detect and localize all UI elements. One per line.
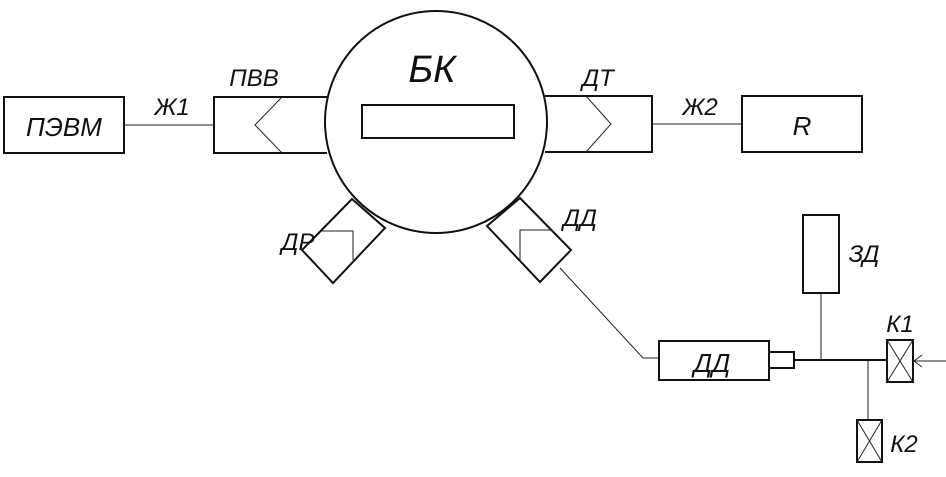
pvv-block: ПВВ (213, 65, 327, 154)
dt-block: ДТ (545, 65, 653, 153)
dt-label: ДТ (579, 65, 616, 92)
bk-label: БК (408, 49, 458, 91)
bk-chamber: БК (324, 10, 548, 234)
dd-sensor-label: ДД (691, 348, 731, 378)
dr-label: ДР (279, 229, 315, 256)
cable-2-label: Ж2 (681, 94, 717, 121)
inlet-arrow-icon (913, 354, 946, 368)
valve-k1: К1 (886, 311, 914, 383)
pc-block: ПЭВМ (3, 96, 125, 154)
cable-1-label: Ж1 (153, 94, 189, 121)
k2-label: К2 (890, 431, 918, 458)
dd-connection-line (559, 267, 659, 359)
r-label: R (793, 111, 812, 141)
pc-label: ПЭВМ (26, 112, 102, 142)
zd-block: ЗД (802, 214, 880, 360)
k1-label: К1 (886, 311, 914, 338)
zd-label: ЗД (849, 241, 880, 268)
valve-k2: К2 (856, 360, 918, 463)
r-block: R (741, 95, 863, 153)
dd-port-block: ДД (485, 196, 597, 284)
dr-block: ДР (279, 197, 387, 285)
dd-sensor-block: ДД (658, 340, 795, 381)
dd-port-label: ДД (560, 205, 597, 232)
pvv-label: ПВВ (229, 65, 278, 92)
